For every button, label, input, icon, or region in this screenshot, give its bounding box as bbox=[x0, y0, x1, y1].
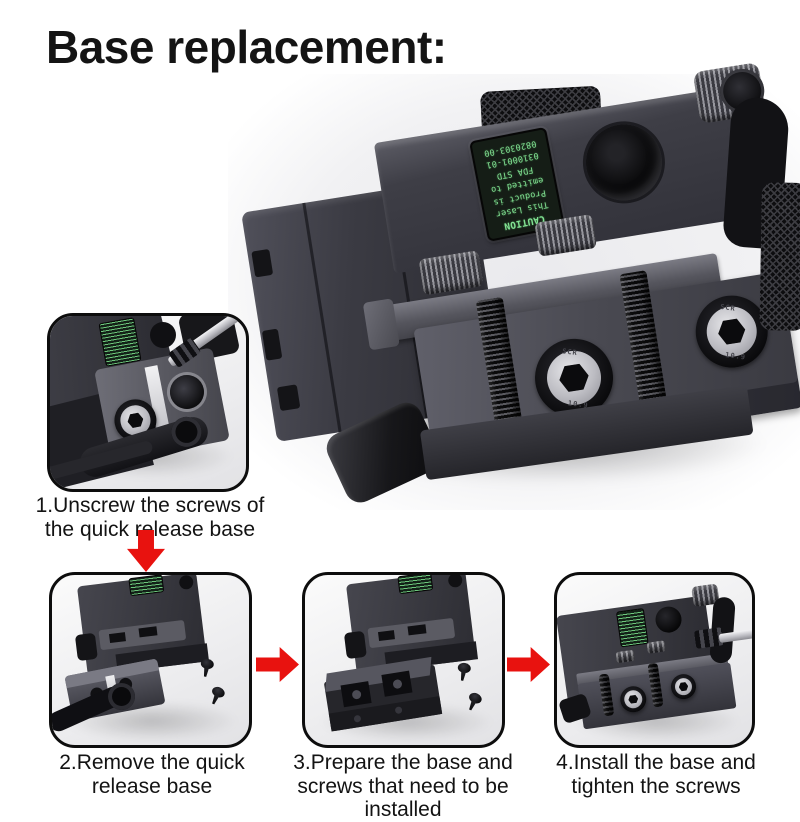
rear-knob bbox=[178, 575, 195, 591]
lever-pivot bbox=[108, 683, 135, 710]
step-3-image bbox=[302, 572, 505, 748]
red-right-arrow-icon bbox=[507, 647, 550, 682]
side-slot bbox=[377, 630, 395, 642]
screw bbox=[198, 657, 215, 679]
caution-label-small bbox=[98, 317, 142, 367]
hex-screw-small bbox=[618, 684, 648, 714]
screw-tip bbox=[211, 694, 220, 705]
screw-being-turned bbox=[167, 372, 207, 412]
side-notch bbox=[276, 384, 301, 412]
screw bbox=[207, 684, 228, 708]
screw bbox=[455, 661, 472, 683]
assembled-device bbox=[557, 575, 752, 745]
top-screw-hole bbox=[150, 322, 176, 348]
red-right-arrow-icon bbox=[256, 647, 299, 682]
clamp-tab bbox=[362, 298, 400, 351]
step-1-image bbox=[47, 313, 249, 492]
step-2-image bbox=[49, 572, 252, 748]
lens-cylinder bbox=[74, 632, 98, 662]
caution-label-small bbox=[128, 575, 165, 597]
step-1-caption: 1.Unscrew the screws of the quick releas… bbox=[35, 494, 265, 541]
side-notch bbox=[251, 248, 274, 278]
laser-device: CAUTION This Laser Product is emitted to… bbox=[230, 57, 800, 515]
rubber-strap-right bbox=[759, 182, 800, 331]
caution-label-small bbox=[397, 575, 434, 595]
lens-window bbox=[580, 118, 668, 206]
body-seam bbox=[302, 202, 342, 433]
step-4-image bbox=[554, 572, 755, 748]
caution-label-small bbox=[615, 607, 649, 648]
page-title: Base replacement: bbox=[46, 21, 447, 73]
main-product-photo: CAUTION This Laser Product is emitted to… bbox=[228, 62, 800, 510]
device-body-small bbox=[343, 575, 479, 674]
rear-knob bbox=[447, 575, 464, 589]
step-4-caption: 4.Install the base and tighten the screw… bbox=[556, 751, 756, 798]
step-2-caption: 2.Remove the quick release base bbox=[59, 751, 245, 798]
step-3-caption: 3.Prepare the base and screws that need … bbox=[293, 751, 513, 821]
lens-cylinder bbox=[343, 630, 367, 660]
screw-tip bbox=[468, 700, 477, 711]
side-slot bbox=[108, 632, 126, 644]
hex-screw-small bbox=[669, 672, 698, 701]
side-notch bbox=[261, 328, 283, 361]
threaded-stud-small bbox=[598, 673, 615, 717]
